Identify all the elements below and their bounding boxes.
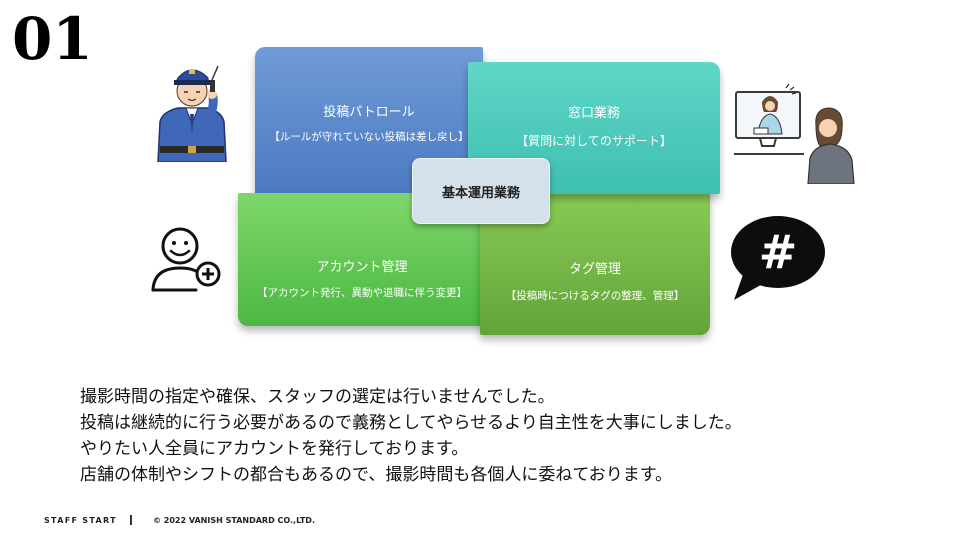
quadrant-subtitle: 【質問に対してのサポート】 xyxy=(516,134,672,148)
footer-divider xyxy=(130,515,132,525)
quadrant-title: 窓口業務 xyxy=(567,106,620,121)
body-text: 撮影時間の指定や確保、スタッフの選定は行いませんでした。 投稿は継続的に行う必要… xyxy=(80,384,742,488)
security-guard-icon xyxy=(157,65,227,162)
quadrant-post-patrol: 投稿パトロール 【ルールが守れていない投稿は差し戻し】 xyxy=(255,47,483,202)
quadrant-title: アカウント管理 xyxy=(316,260,408,275)
quadrant-subtitle: 【投稿時につけるタグの整理、管理】 xyxy=(505,290,685,302)
add-user-icon xyxy=(151,227,221,292)
quadrant-subtitle: 【アカウント発行、異動や退職に伴う変更】 xyxy=(257,287,467,299)
quadrant-subtitle: 【ルールが守れていない投稿は差し戻し】 xyxy=(269,131,469,143)
slide-number: 01 xyxy=(12,5,93,73)
hashtag-speech-bubble-icon: # xyxy=(731,216,825,300)
body-line: 店舗の体制やシフトの都合もあるので、撮影時間も各個人に委ねております。 xyxy=(80,465,673,485)
footer-copyright: © 2022 VANISH STANDARD CO.,LTD. xyxy=(153,516,315,525)
center-box-basic-operations: 基本運用業務 xyxy=(412,158,550,224)
quadrant-title: タグ管理 xyxy=(568,262,621,277)
body-line: 投稿は継続的に行う必要があるので義務としてやらせるより自主性を大事にしました。 xyxy=(80,413,742,433)
quadrant-help-desk: 窓口業務 【質問に対してのサポート】 xyxy=(468,62,720,194)
video-call-icon xyxy=(734,83,855,184)
quadrant-title: 投稿パトロール xyxy=(323,105,415,120)
hashtag-symbol: # xyxy=(759,225,798,279)
body-line: 撮影時間の指定や確保、スタッフの選定は行いませんでした。 xyxy=(80,387,555,407)
body-line: やりたい人全員にアカウントを発行しております。 xyxy=(80,439,469,459)
footer-brand: STAFF START xyxy=(44,516,117,525)
